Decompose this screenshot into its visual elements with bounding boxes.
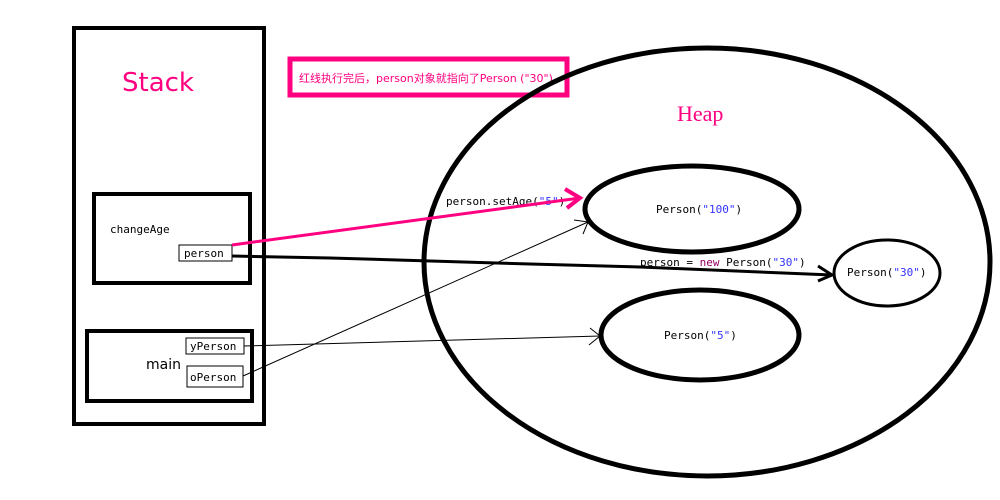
var-yPerson-label: yPerson [190,340,236,353]
heap-object-p5-label: Person("5") [664,329,737,342]
stack-title: Stack [122,68,194,98]
heap-object-p5 [598,287,802,383]
arrowhead-person-p100 [563,187,584,210]
frame-main-label: main [146,357,181,373]
arrowhead-person-p30 [817,264,836,283]
stack-container [72,26,266,426]
arrow-person-to-p100 [231,196,581,247]
heap-object-p30-label: Person("30") [847,266,926,279]
arrow-oPerson-to-p100 [242,221,589,377]
arrowhead-oPerson [573,219,589,235]
var-person-label: person [184,247,224,260]
arrowhead-yPerson [588,327,601,346]
heap-object-p30 [832,238,942,308]
var-person-box [178,244,233,262]
var-oPerson-box [186,365,244,388]
frame-main [85,329,254,403]
note-text: 红线执行完后，person对象就指向了Person ("30") [299,71,553,85]
note-box [287,56,570,98]
arrow-label-new-person: person = new Person("30") [640,256,806,269]
heap-title: Heap [677,101,723,126]
heap-object-p100 [582,163,802,255]
arrow-person-to-p30 [231,254,833,277]
arrow-yPerson-to-p5 [243,335,601,347]
frame-changeAge [92,192,252,285]
heap-object-p100-label: Person("100") [656,203,742,216]
var-oPerson-label: oPerson [190,371,236,384]
frame-changeAge-label: changeAge [110,223,170,236]
